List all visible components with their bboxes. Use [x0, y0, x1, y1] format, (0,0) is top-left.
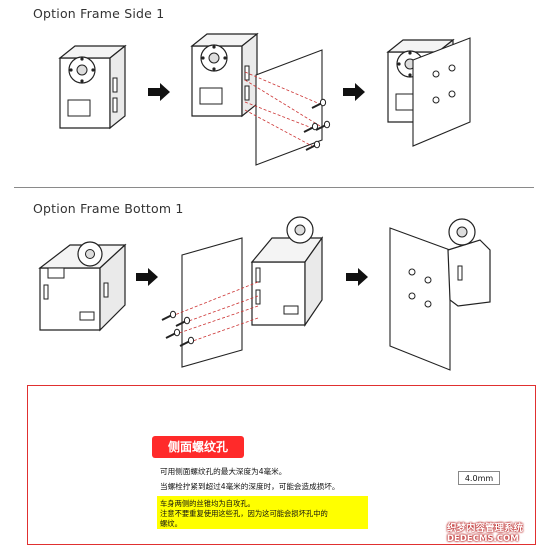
servo-side-1: [59, 45, 126, 129]
section-divider: [14, 187, 534, 188]
arrow-icon: [148, 83, 170, 101]
bottom-plate: [181, 237, 243, 368]
arrow-icon: [346, 268, 368, 286]
mounted-screws: [432, 64, 456, 104]
watermark-text: 织梦内容管理系统: [447, 523, 524, 534]
servo-bottom-2: [250, 216, 324, 327]
section-title-bottom: Option Frame Bottom 1: [33, 201, 184, 216]
note-highlight: [157, 496, 368, 529]
callout-label: 侧面螺纹孔: [152, 436, 244, 458]
servo-side-2: [191, 33, 258, 117]
arrow-icon: [343, 83, 365, 101]
watermark-url: DEDECMS.COM: [447, 534, 519, 544]
guide-lines: [244, 71, 321, 147]
note-text-2: 注意不要重复使用这些孔，因为这可能会损坏孔中的: [160, 509, 328, 518]
guide-lines: [171, 281, 259, 343]
fragile-label: FRAGILE: [465, 517, 507, 526]
side-plate: [255, 49, 323, 166]
note-text-3: 螺纹。: [160, 519, 182, 528]
bottom-plate-mounted: [389, 227, 451, 371]
note-text-1: 车身两侧的丝锥均为自攻孔。: [160, 499, 255, 508]
servo-bottom-1: [38, 241, 127, 332]
section-title-side: Option Frame Side 1: [33, 6, 165, 21]
servo-bottom-3: [447, 218, 491, 307]
arrow-icon: [136, 268, 158, 286]
warning-text-1: 可用侧面螺纹孔的最大深度为4毫米。: [160, 467, 287, 476]
mounted-screws: [408, 268, 432, 308]
depth-label: 4.0mm: [458, 471, 500, 485]
side-plate-mounted: [412, 37, 471, 147]
warning-text-2: 当螺栓拧紧到超过4毫米的深度时，可能会造成损坏。: [160, 482, 340, 491]
